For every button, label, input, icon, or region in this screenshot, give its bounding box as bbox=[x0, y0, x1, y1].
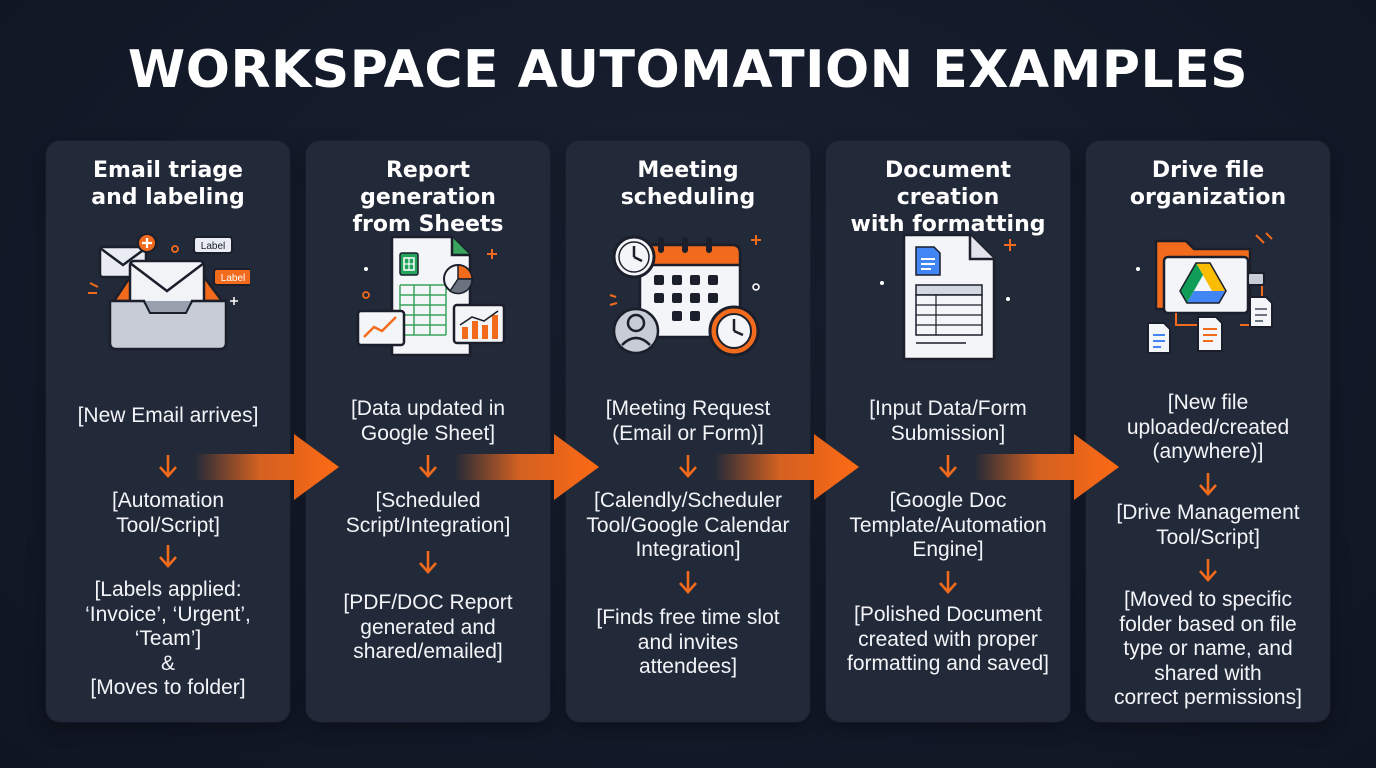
step-trigger: [Input Data/Form Submission] bbox=[869, 397, 1027, 445]
flow-arrow-icon bbox=[714, 434, 859, 500]
step-result: [PDF/DOC Report generated and shared/ema… bbox=[343, 591, 513, 663]
step-trigger: [New Email arrives] bbox=[77, 404, 259, 427]
step-process: [Google Doc Template/Automation Engine] bbox=[849, 489, 1047, 561]
down-arrow-icon bbox=[159, 545, 177, 568]
down-arrow-icon bbox=[679, 455, 697, 478]
step-process: [Calendly/Scheduler Tool/Google Calendar… bbox=[586, 489, 790, 561]
down-arrow-icon bbox=[159, 455, 177, 478]
step-result: [Finds free time slot and invites attend… bbox=[596, 606, 780, 678]
step-result: [Polished Document created with proper f… bbox=[847, 603, 1049, 675]
step-trigger: [Data updated in Google Sheet] bbox=[350, 397, 506, 445]
flow-arrow-icon bbox=[974, 434, 1119, 500]
flow-arrow-icon bbox=[194, 434, 339, 500]
step-result: [Moved to specific folder based on file … bbox=[1114, 588, 1302, 709]
down-arrow-icon bbox=[419, 455, 437, 478]
page-title: WORKSPACE AUTOMATION EXAMPLES bbox=[127, 40, 1249, 100]
card-document-creation: Document creation with formatting [Input… bbox=[826, 141, 1070, 722]
step-process: [Scheduled Script/Integration] bbox=[345, 489, 511, 537]
down-arrow-icon bbox=[679, 571, 697, 594]
step-trigger: [Meeting Request (Email or Form)] bbox=[605, 397, 771, 445]
down-arrow-icon bbox=[1199, 559, 1217, 582]
card-report-generation: Report generation from Sheets bbox=[306, 141, 550, 722]
flow-arrow-icon bbox=[454, 434, 599, 500]
step-process: [Drive Management Tool/Script] bbox=[1116, 501, 1300, 549]
step-result: [Labels applied: ‘Invoice’, ‘Urgent’, ‘T… bbox=[85, 578, 251, 699]
calendar-clock-icon bbox=[609, 235, 761, 357]
step-trigger: [New file uploaded/created (anywhere)] bbox=[1126, 391, 1290, 463]
down-arrow-icon bbox=[419, 551, 437, 574]
sheets-report-icon bbox=[356, 235, 506, 357]
card-title: Report generation from Sheets bbox=[352, 158, 504, 237]
svg-text:Label: Label bbox=[221, 273, 245, 284]
card-title: Meeting scheduling bbox=[620, 158, 756, 210]
email-inbox-label-icon: Label Label bbox=[88, 233, 250, 351]
down-arrow-icon bbox=[1199, 473, 1217, 496]
step-process: [Automation Tool/Script] bbox=[111, 489, 225, 537]
card-title: Email triage and labeling bbox=[91, 158, 245, 210]
down-arrow-icon bbox=[939, 571, 957, 594]
card-title: Drive file organization bbox=[1129, 158, 1287, 210]
card-drive-organization: Drive file organization [New f bbox=[1086, 141, 1330, 722]
google-doc-icon bbox=[880, 233, 1016, 361]
down-arrow-icon bbox=[939, 455, 957, 478]
svg-text:Label: Label bbox=[201, 241, 225, 252]
drive-folder-icon bbox=[1136, 232, 1273, 354]
card-meeting-scheduling: Meeting scheduling bbox=[566, 141, 810, 722]
card-title: Document creation with formatting bbox=[850, 158, 1046, 237]
card-email-triage: Email triage and labeling Label Label [N… bbox=[46, 141, 290, 722]
